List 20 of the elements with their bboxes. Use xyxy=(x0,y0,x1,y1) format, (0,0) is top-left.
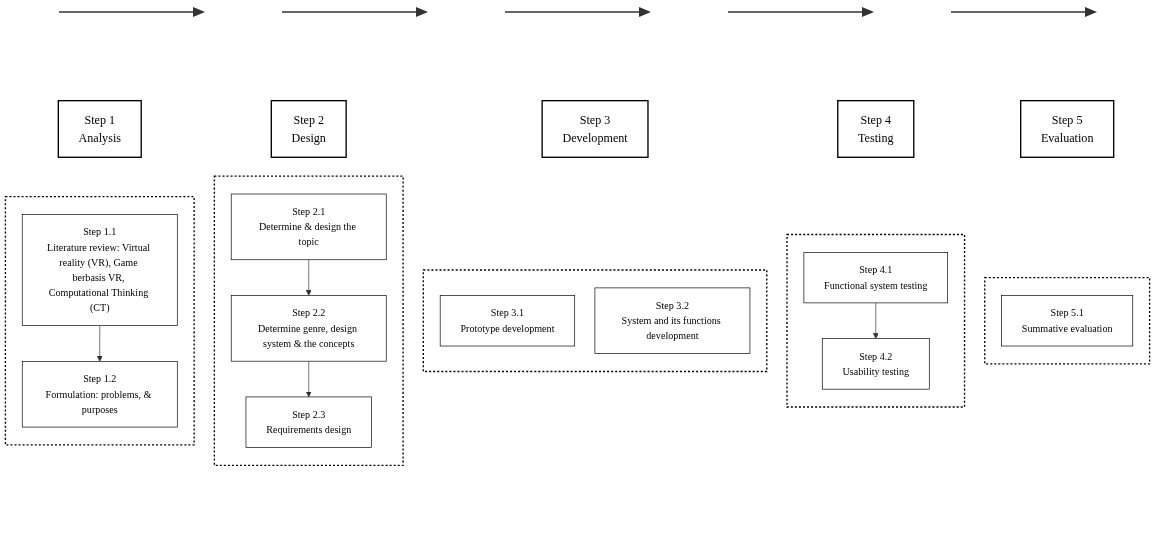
node-box: Step 3.2 System and its functions development xyxy=(594,287,751,354)
cluster xyxy=(786,233,966,408)
node-box: Step 5 Evaluation xyxy=(1020,100,1115,158)
node-box: Step 4.2 Usability testing xyxy=(821,338,930,390)
node-box: Step 2.1 Determine & design the topic xyxy=(230,193,387,261)
cluster xyxy=(213,175,404,466)
node-box: Step 2.2 Determine genre, design system & the concepts xyxy=(230,295,387,362)
node-box: Step 1.2 Formulation: problems, & purposes xyxy=(21,361,178,428)
node-box: Step 5.1 Summative evaluation xyxy=(1001,295,1134,347)
node-box: Step 2.3 Requirements design xyxy=(245,396,372,448)
node-box: Step 3.1 Prototype development xyxy=(439,295,576,347)
cluster xyxy=(984,276,1151,365)
cluster xyxy=(422,269,768,373)
node-box: Step 2 Design xyxy=(270,100,347,158)
node-box: Step 4 Testing xyxy=(837,100,915,158)
node-box: Step 4.1 Functional system testing xyxy=(803,252,948,304)
node-box: Step 1.1 Literature review: Virtual reality (VR), Game berbasis VR, Computational Thinking (CT) xyxy=(21,214,178,326)
node-box: Step 1 Analysis xyxy=(57,100,142,158)
node-box: Step 3 Development xyxy=(541,100,649,158)
cluster xyxy=(4,195,195,446)
